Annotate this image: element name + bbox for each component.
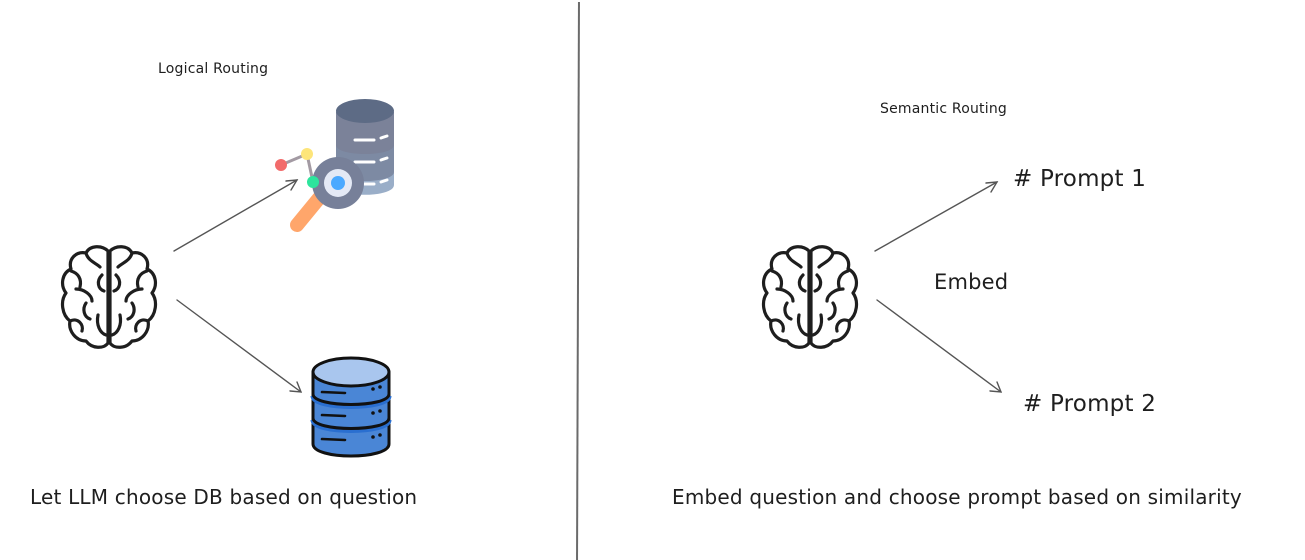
left-panel-caption: Let LLM choose DB based on question <box>30 485 418 509</box>
prompt-1-label: # Prompt 1 <box>1013 166 1147 192</box>
right-panel-caption: Embed question and choose prompt based o… <box>672 485 1242 509</box>
right-panel-title: Semantic Routing <box>880 101 1007 117</box>
left-panel-title: Logical Routing <box>158 61 269 77</box>
prompt-2-label: # Prompt 2 <box>1023 391 1157 417</box>
embed-edge-label: Embed <box>934 270 1009 294</box>
